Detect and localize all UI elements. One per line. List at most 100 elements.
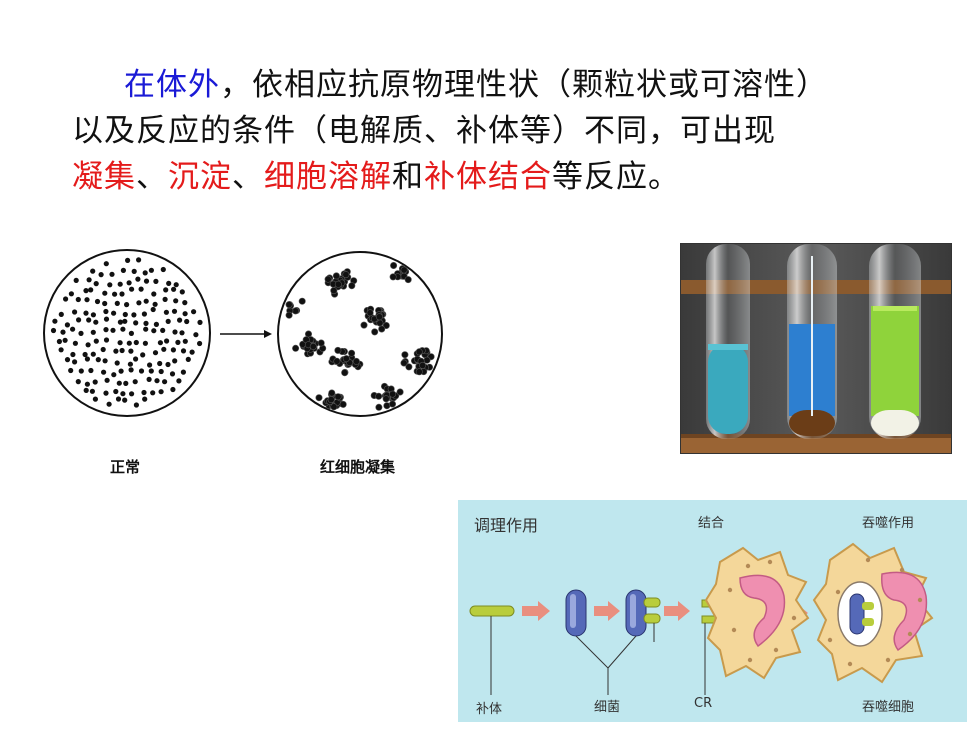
test-tube-photo <box>680 243 952 454</box>
clumped-cell <box>333 357 341 365</box>
red-cell-dot <box>169 371 176 377</box>
red-cell-dot <box>63 296 69 302</box>
red-cell-dot <box>62 337 68 343</box>
red-cell-dot <box>143 298 149 304</box>
red-cell-dot <box>83 288 89 294</box>
red-cell-dot <box>111 310 117 316</box>
red-cell-dot <box>120 391 126 397</box>
clumped-cell <box>405 363 413 371</box>
label-complement: 补体 <box>476 702 503 717</box>
clumped-cell <box>390 262 398 270</box>
red-cell-dot <box>157 360 163 367</box>
clumped-cell <box>400 359 408 367</box>
text-segment: 、 <box>232 159 264 195</box>
granule <box>773 647 779 653</box>
red-cell-dot <box>193 332 199 338</box>
red-cell-dot <box>154 378 160 384</box>
red-cell-dot <box>84 381 90 387</box>
granule <box>747 657 753 663</box>
red-cell-dot <box>170 386 176 393</box>
text-segment: 和 <box>392 159 424 195</box>
agglutinated-clumps <box>285 262 435 411</box>
tube-1-liquid <box>708 344 748 434</box>
red-cell-dot <box>146 376 152 382</box>
term-in-vitro: 在体外 <box>124 67 220 103</box>
red-cell-dot <box>101 369 107 375</box>
red-cell-dot <box>182 338 188 344</box>
red-cell-dot <box>126 280 132 286</box>
red-cell-dot <box>70 326 76 332</box>
granule <box>727 587 733 593</box>
clumped-cell <box>324 275 332 283</box>
red-cell-dot <box>64 322 70 328</box>
red-cell-dot <box>131 312 137 318</box>
agglutinated-cells-circle <box>277 251 443 417</box>
clumped-cell <box>330 403 338 411</box>
red-cell-dot <box>177 317 183 323</box>
red-cell-dot <box>88 367 94 374</box>
arrow-head <box>264 330 272 338</box>
red-cell-dot <box>133 356 139 362</box>
arrow-icon <box>594 601 620 621</box>
red-cell-dot <box>117 319 123 325</box>
red-cell-dot <box>52 318 58 324</box>
term-agglutination: 凝集 <box>72 159 136 195</box>
red-cell-dot <box>92 396 98 402</box>
red-cell-dot <box>157 340 163 346</box>
red-cell-dot <box>103 337 110 343</box>
clumped-cell <box>375 392 383 400</box>
clumped-cell <box>375 313 383 321</box>
red-cell-dot <box>171 286 177 292</box>
red-cell-dot <box>135 276 141 282</box>
red-cell-dot <box>132 379 138 385</box>
arrow-icon <box>664 601 690 621</box>
red-cell-dot <box>84 297 90 303</box>
red-cell-dot <box>113 388 119 395</box>
agglutination-illustration <box>43 249 443 417</box>
red-cell-dot <box>92 379 98 385</box>
clumped-cell <box>341 369 349 377</box>
clumped-cell <box>423 356 431 364</box>
clumped-cell <box>342 271 350 279</box>
red-cell-dot <box>100 346 106 353</box>
red-cell-dot <box>171 308 178 314</box>
red-cell-dot <box>133 402 139 408</box>
red-cell-dot <box>182 311 188 317</box>
granule <box>907 631 913 637</box>
red-cell-dot <box>179 289 185 295</box>
red-cell-dot <box>113 348 119 354</box>
red-cell-dot <box>102 290 108 296</box>
red-cell-dot <box>88 287 94 293</box>
red-cell-dot <box>70 351 76 358</box>
red-cell-dot <box>151 328 157 334</box>
text-segment: 、 <box>136 159 168 195</box>
clumped-cell <box>334 280 342 288</box>
red-cell-dot <box>136 300 142 306</box>
red-cell-dot <box>131 268 137 274</box>
red-cell-dot <box>90 329 96 335</box>
red-cell-dot <box>64 357 71 363</box>
red-cell-dot <box>166 280 172 286</box>
red-cell-dot <box>119 347 125 354</box>
red-cell-dot <box>182 300 188 306</box>
red-cell-dot <box>148 368 154 374</box>
clumped-cell <box>389 390 397 398</box>
paragraph-line-2: 以及反应的条件（电解质、补体等）不同，可出现 <box>72 108 952 154</box>
red-cell-dot <box>126 340 132 346</box>
red-cell-dot <box>72 340 78 346</box>
red-cell-dot <box>78 368 84 374</box>
red-cell-dot <box>117 340 123 346</box>
clumped-cell <box>375 403 383 411</box>
red-cell-dot <box>102 358 108 364</box>
red-cell-dot <box>151 291 157 297</box>
label-bacteria: 细菌 <box>594 700 621 715</box>
red-cell-dot <box>98 272 104 278</box>
red-cell-dot <box>90 351 96 357</box>
red-cell-dot <box>72 309 78 315</box>
paragraph-line-3: 凝集、沉淀、细胞溶解和补体结合等反应。 <box>72 154 952 200</box>
red-cell-dot <box>82 351 88 358</box>
red-cell-dot <box>140 352 146 358</box>
red-cell-dot <box>120 267 126 273</box>
red-cell-dot <box>172 358 178 364</box>
red-cell-dot <box>93 281 99 287</box>
